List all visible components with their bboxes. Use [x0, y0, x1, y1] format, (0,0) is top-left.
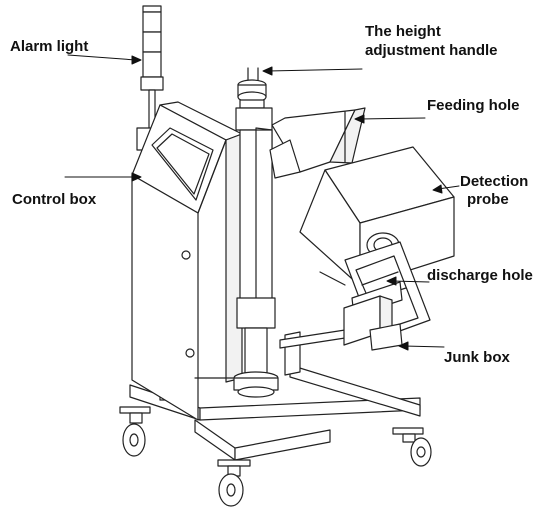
caster-wheels	[119, 394, 432, 507]
arrow-control-box	[64, 172, 142, 182]
feeding-chute	[269, 107, 366, 179]
arrow-detection-probe	[432, 184, 460, 194]
label-height-handle-line2: adjustment handle	[365, 42, 498, 59]
label-discharge-hole: discharge hole	[427, 267, 533, 284]
arrow-alarm-light	[67, 54, 142, 65]
arrow-feeding-hole	[354, 114, 426, 124]
control-box	[131, 101, 243, 421]
label-detection-probe-line2: probe	[467, 191, 509, 208]
base-frame	[129, 329, 421, 461]
label-junk-box: Junk box	[444, 349, 510, 366]
height-column	[233, 67, 279, 398]
caster-right	[392, 427, 432, 467]
arrow-junk-box	[398, 341, 445, 351]
leader-lines	[64, 54, 460, 351]
label-alarm-light: Alarm light	[10, 38, 89, 55]
label-control-box: Control box	[12, 191, 97, 208]
caster-front-left	[119, 406, 151, 457]
label-height-handle-line1: The height	[365, 23, 441, 40]
discharge-assembly	[343, 241, 431, 351]
caster-front-center	[217, 459, 251, 507]
label-detection-probe-line1: Detection	[460, 173, 529, 190]
arrow-height-handle	[262, 66, 363, 76]
label-feeding-hole: Feeding hole	[427, 97, 520, 114]
arrow-discharge-hole	[386, 276, 430, 286]
